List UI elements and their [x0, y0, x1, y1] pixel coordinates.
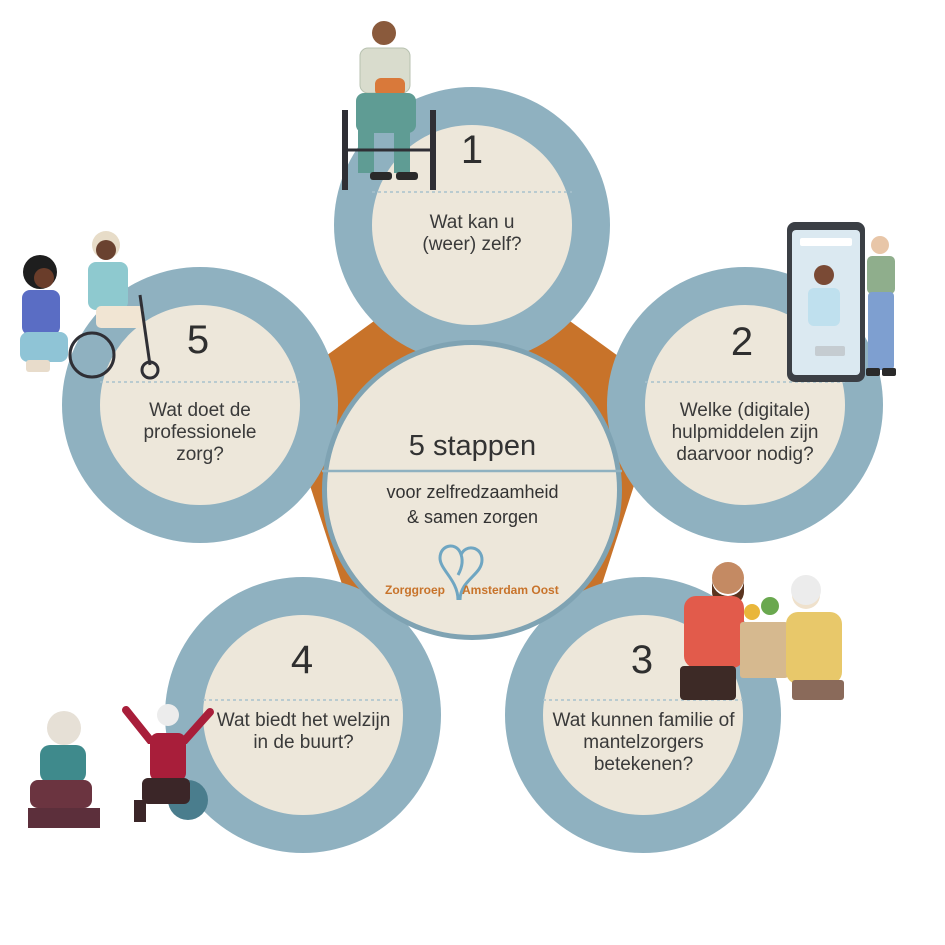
step-4-ring: [165, 577, 441, 853]
step-2-line-2: hulpmiddelen zijn: [671, 422, 819, 443]
step-3-line-2: mantelzorgers: [583, 732, 704, 753]
step-3-question: Wat kunnen familie of mantelzorgers bete…: [546, 710, 741, 776]
step-5-ring: [62, 267, 338, 543]
step-4-line-2: in de buurt?: [253, 732, 354, 753]
step-2-question: Welke (digitale) hulpmiddelen zijn daarv…: [650, 400, 840, 466]
step-3-line-1: Wat kunnen familie of: [552, 710, 735, 731]
step-5-question: Wat doet de professionele zorg?: [105, 400, 295, 466]
step-1-line-1: Wat kan u: [429, 212, 515, 233]
center-subtitle-line-2: & samen zorgen: [406, 507, 539, 527]
grocery-delivery-illustration: [680, 562, 844, 700]
step-1-question: Wat kan u (weer) zelf?: [377, 212, 567, 256]
man-in-wheelchair-illustration: [342, 21, 436, 190]
logo-text-right: Amsterdam Oost: [462, 583, 559, 597]
center-subtitle: voor zelfredzaamheid & samen zorgen: [330, 480, 615, 530]
logo-mark: [438, 544, 484, 601]
step-5-line-1: Wat doet de: [149, 400, 251, 421]
step-5-number: 5: [186, 318, 210, 362]
step-4-number: 4: [290, 638, 314, 682]
step-5-line-2: professionele: [143, 422, 257, 443]
step-1-line-2: (weer) zelf?: [422, 234, 522, 255]
nurse-helping-wheelchair-illustration: [20, 231, 160, 380]
step-2-line-3: daarvoor nodig?: [676, 444, 814, 465]
seniors-exercising-illustration: [28, 704, 214, 828]
center-subtitle-line-1: voor zelfredzaamheid: [386, 482, 559, 502]
phone-video-consult-illustration: [787, 222, 896, 382]
step-3-number: 3: [630, 638, 654, 682]
center-title: 5 stappen: [408, 430, 537, 462]
step-5-line-3: zorg?: [176, 444, 224, 465]
step-4-question: Wat biedt het welzijn in de buurt?: [206, 710, 401, 754]
step-2-number: 2: [730, 320, 754, 364]
logo-text-left: Zorggroep: [385, 583, 445, 597]
step-2-line-1: Welke (digitale): [679, 400, 811, 421]
step-1-number: 1: [460, 128, 484, 172]
center-disc: [322, 340, 622, 640]
step-4-line-1: Wat biedt het welzijn: [216, 710, 391, 731]
step-3-line-3: betekenen?: [593, 754, 694, 775]
